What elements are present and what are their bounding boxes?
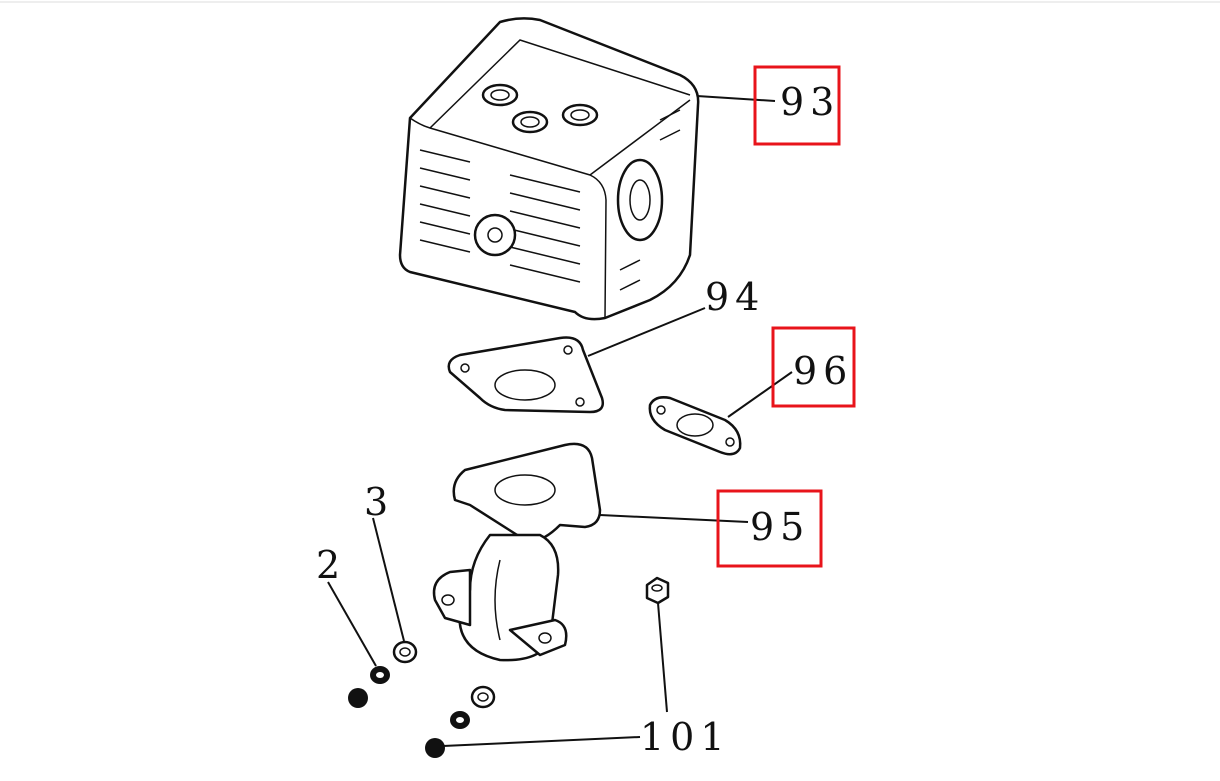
nut-part-101b <box>645 576 670 605</box>
cooling-slots <box>419 109 681 291</box>
highlight-box-93 <box>753 65 841 146</box>
highlight-box-96 <box>771 326 856 408</box>
leader-lines <box>327 95 793 747</box>
callout-101: 101 <box>640 715 731 759</box>
callout-96: 96 <box>793 349 853 393</box>
callout-93: 93 <box>780 80 840 124</box>
callout-95: 95 <box>750 505 810 549</box>
exhaust-elbow-part-95 <box>432 442 602 662</box>
nut-part-2 <box>370 666 390 684</box>
nut-part-2b <box>348 688 368 708</box>
callout-2: 2 <box>316 543 346 587</box>
callout-3: 3 <box>364 480 394 524</box>
nut-part-101 <box>425 738 445 758</box>
muffler-ports <box>481 83 599 134</box>
gasket-part-94 <box>447 336 604 414</box>
gasket-part-96 <box>648 396 742 456</box>
highlight-box-95 <box>716 489 823 568</box>
washer-part-3 <box>392 640 418 664</box>
callout-94: 94 <box>705 275 765 319</box>
muffler-part-93 <box>398 17 700 321</box>
nut-part-2c <box>450 711 470 729</box>
washer-part-3b <box>470 685 496 709</box>
